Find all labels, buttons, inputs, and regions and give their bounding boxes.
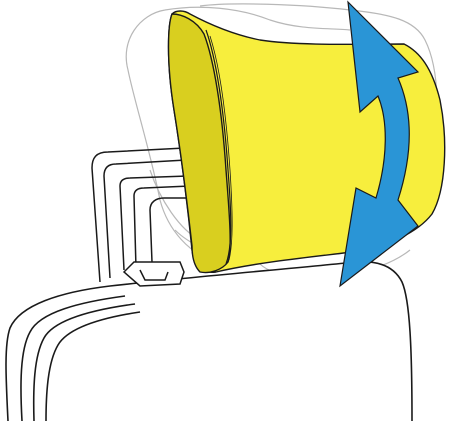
- headrest-bracket: [91, 147, 192, 287]
- headrest-side-face: [167, 13, 231, 274]
- headrest-seam: [205, 29, 232, 265]
- chair-back-inner-1: [20, 295, 126, 421]
- headrest-inner-seam: [209, 35, 233, 261]
- bracket-post-left: [119, 175, 189, 271]
- bracket-inner: [103, 159, 187, 279]
- bracket-outer: [91, 147, 186, 283]
- rotation-arrow-icon: [339, 0, 420, 288]
- chair-back-outer: [5, 260, 413, 421]
- bracket-post-inner: [149, 197, 192, 263]
- chair-back-inner-2: [32, 303, 136, 421]
- bracket-post-right: [133, 185, 191, 269]
- chair-back: [5, 260, 413, 421]
- chair-back-inner-3: [45, 311, 141, 421]
- bracket-clamp: [122, 261, 185, 287]
- rotation-arrow-shape: [339, 0, 420, 288]
- bracket-clamp-detail: [139, 269, 169, 281]
